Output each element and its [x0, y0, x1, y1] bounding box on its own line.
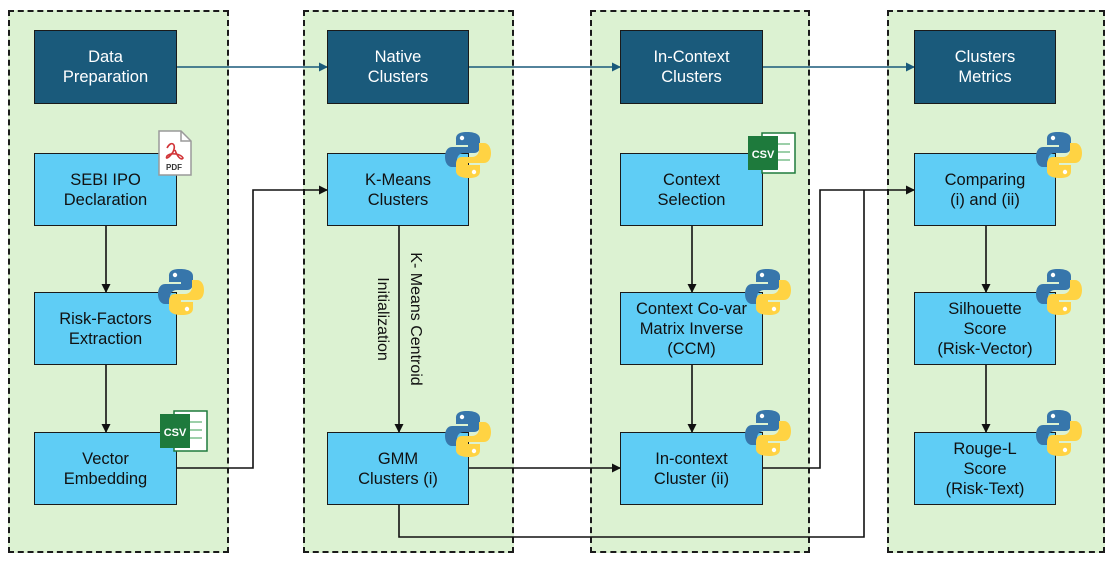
- box-comparing: Comparing (i) and (ii): [914, 153, 1056, 226]
- box-rouge-l-score: Rouge-L Score (Risk-Text): [914, 432, 1056, 505]
- python-icon: [445, 411, 491, 457]
- header-data-preparation: Data Preparation: [34, 30, 177, 104]
- arrow-gmm-to-comparing: [398, 190, 865, 538]
- python-icon: [745, 410, 791, 456]
- svg-text:CSV: CSV: [164, 427, 187, 439]
- csv-file-icon: CSV: [160, 410, 208, 452]
- python-icon: [745, 269, 791, 315]
- svg-text:PDF: PDF: [166, 163, 182, 172]
- pdf-file-icon: PDF: [158, 130, 192, 176]
- arrow-vector-to-kmeans: [177, 185, 328, 469]
- box-silhouette-score: Silhouette Score (Risk-Vector): [914, 292, 1056, 365]
- header-in-context-clusters: In-Context Clusters: [620, 30, 763, 104]
- box-context-covar-matrix: Context Co-var Matrix Inverse (CCM): [620, 292, 763, 365]
- box-sebi-ipo-declaration: SEBI IPO Declaration: [34, 153, 177, 226]
- python-icon: [158, 269, 204, 315]
- python-icon: [1036, 269, 1082, 315]
- python-icon: [1036, 410, 1082, 456]
- python-icon: [1036, 132, 1082, 178]
- arrow-incontext-to-comparing: [763, 185, 915, 469]
- python-icon: [445, 132, 491, 178]
- box-gmm-clusters: GMM Clusters (i): [327, 432, 469, 505]
- box-kmeans-clusters: K-Means Clusters: [327, 153, 469, 226]
- box-risk-factors-extraction: Risk-Factors Extraction: [34, 292, 177, 365]
- box-context-selection: Context Selection: [620, 153, 763, 226]
- header-clusters-metrics: Clusters Metrics: [914, 30, 1056, 104]
- label-kmeans-centroid: K- Means Centroid: [407, 252, 424, 386]
- box-vector-embedding: Vector Embedding: [34, 432, 177, 505]
- label-initialization: Initialization: [374, 277, 391, 361]
- header-native-clusters: Native Clusters: [327, 30, 469, 104]
- csv-file-icon: CSV: [748, 132, 796, 174]
- box-in-context-cluster: In-context Cluster (ii): [620, 432, 763, 505]
- svg-text:CSV: CSV: [752, 149, 775, 161]
